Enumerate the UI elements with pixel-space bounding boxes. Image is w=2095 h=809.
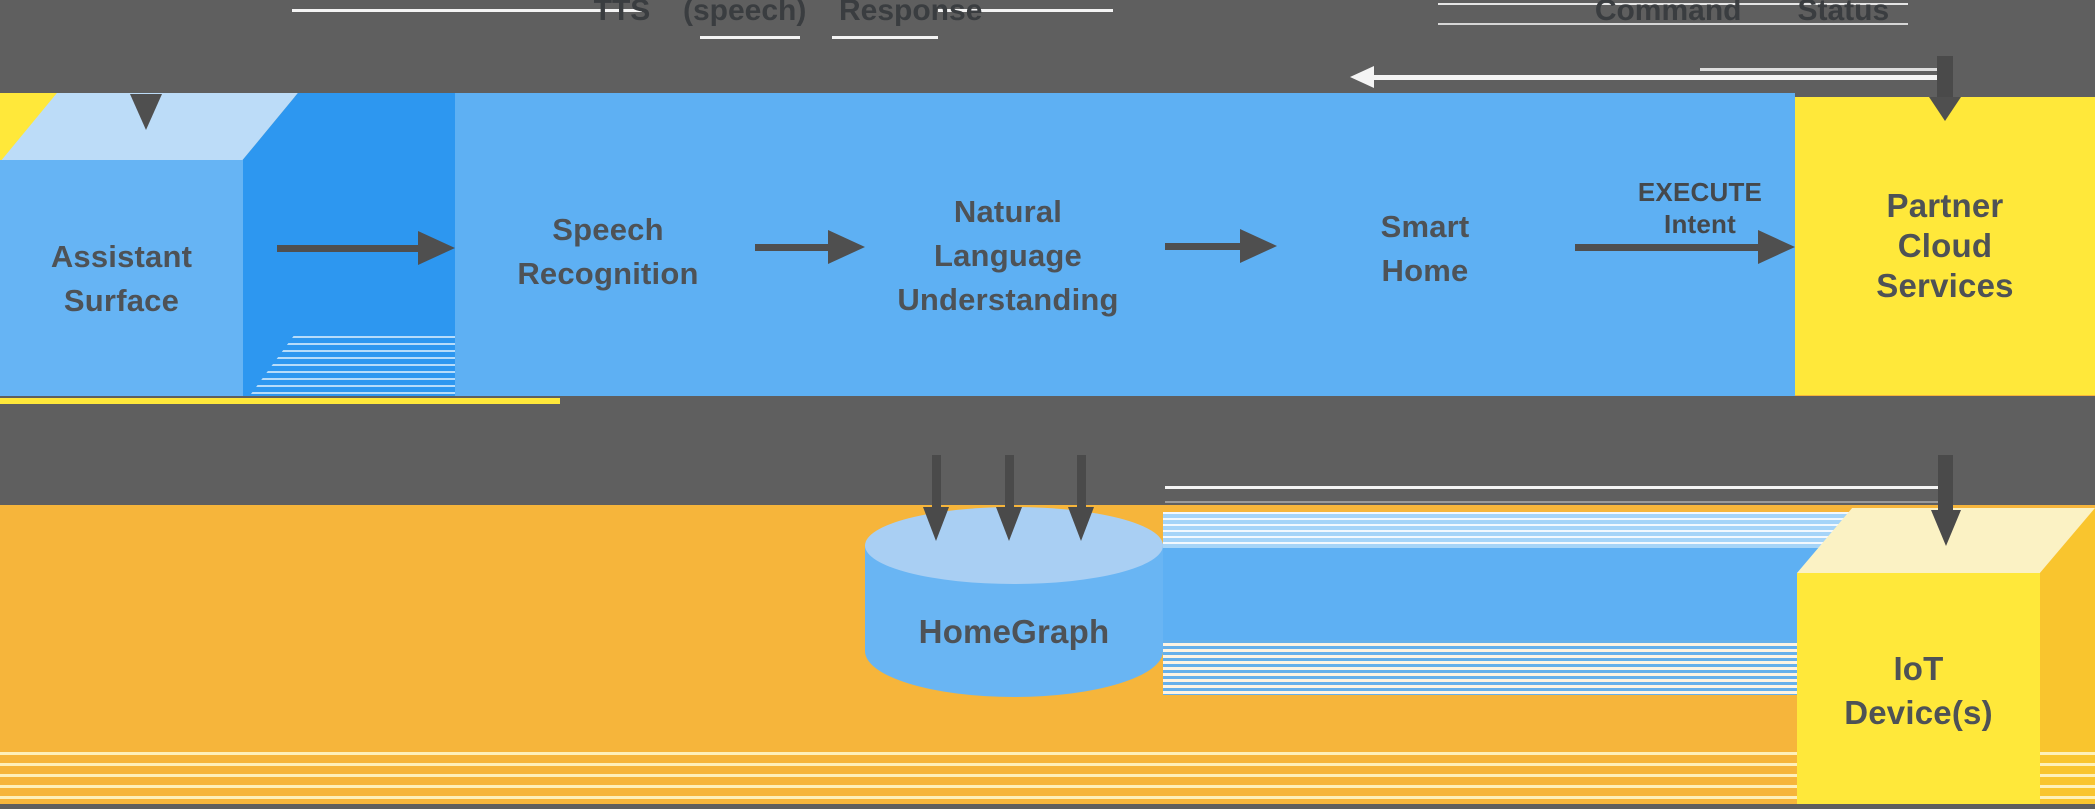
top-band: TTS (speech) Response Command Status [0,0,2095,98]
homegraph-arrow-3-shaft [1077,455,1086,513]
command-status-labels: Command Status [1540,0,1944,28]
nlu-label: Natural Language Understanding [897,194,1119,317]
execute-intent-label: EXECUTE Intent [1637,177,1763,239]
iot-arrow-head [1931,510,1961,546]
sync-band-solid [1163,548,1863,640]
tts-line-left [292,9,642,12]
bottom-edge-band [0,804,2095,809]
partner-cloud-label: Partner Cloud Services [1876,187,2014,304]
command-down-arrow-head [1929,97,1961,121]
homegraph-arrow-1-shaft [932,455,941,513]
assistant-surface-box: Assistant Surface [0,160,243,398]
tts-line-right [938,9,1113,12]
partner-cloud-box: Partner Cloud Services [1795,97,2095,395]
midband-gray-line [1165,501,1938,503]
sync-band-artifact [1163,512,1863,695]
tts-underline-speech [700,36,800,39]
command-line-bottom [1438,23,1908,25]
iot-arrow-shaft [1938,455,1953,513]
arrow-nlu-to-smarthome-shaft [1165,243,1240,250]
assistant-surface-label: Assistant Surface [50,239,193,318]
tts-response-label: TTS (speech) Response [593,0,983,27]
arrow-smarthome-to-partner-head [1758,230,1795,264]
arrow-assistant-to-speech-shaft [277,245,418,252]
homegraph-arrow-3-head [1068,507,1094,541]
sync-band-top-stripes [1163,512,1863,548]
middle-band [0,396,2095,505]
iot-devices-label: IoT Device(s) [1844,650,1993,731]
iot-devices-box: IoT Device(s) [1797,573,2040,809]
arrow-speech-to-nlu-shaft [755,244,828,251]
arrow-assistant-to-speech-head [418,231,455,265]
speech-recognition-label: Speech Recognition [517,212,699,291]
homegraph-label: HomeGraph [918,613,1110,650]
midband-white-line [1165,486,1938,489]
homegraph-arrow-2-head [996,507,1022,541]
smart-home-label: Smart Home [1380,209,1470,288]
speech-input-arrow-head [130,94,162,130]
arrow-speech-to-nlu-head [828,230,865,264]
command-label: Command [1594,0,1742,27]
sync-band-bottom-stripes [1163,640,1863,695]
status-label: Status [1797,0,1890,27]
google-assistant-pipeline-box [455,93,1795,398]
tts-underline-response [832,36,938,39]
command-line-top [1438,3,1908,5]
homegraph-arrow-2-shaft [1005,455,1014,513]
bottom-stripes-artifact [0,744,2095,805]
command-down-arrow-shaft [1937,56,1953,98]
yellow-strip-artifact [0,398,560,404]
status-return-arrow-head [1350,66,1374,88]
status-return-arrow-echo [1700,68,1940,71]
homegraph-arrow-1-head [923,507,949,541]
arrow-nlu-to-smarthome-head [1240,229,1277,263]
status-return-arrow-shaft [1372,75,1940,80]
arrow-smarthome-to-partner-shaft [1575,244,1758,251]
